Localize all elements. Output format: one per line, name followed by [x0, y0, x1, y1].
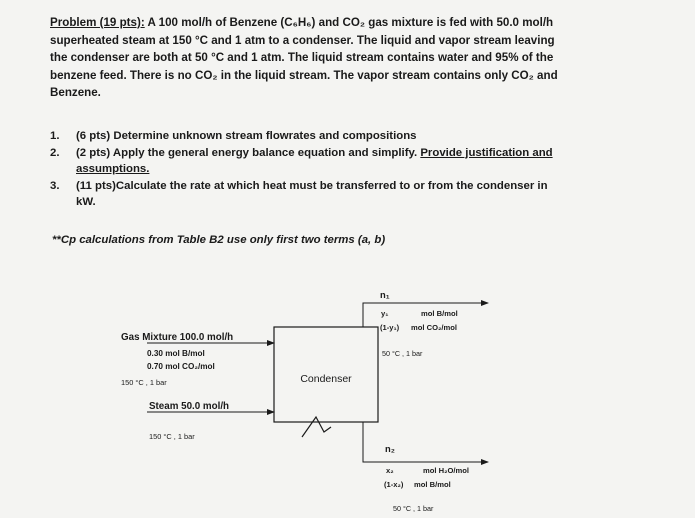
problem-line-3: the condenser are both at 50 °C and 1 at…	[50, 51, 554, 65]
question-list: 1. (6 pts) Determine unknown stream flow…	[50, 128, 670, 211]
vapor-flow-label: n₁	[380, 289, 390, 300]
problem-line-1: Problem (19 pts): A 100 mol/h of Benzene…	[50, 16, 554, 29]
gas-feed-comp1: 0.30 mol B/mol	[147, 349, 205, 358]
liquid-flow-label: n₂	[385, 443, 395, 454]
liquid-frac-label: x₂	[386, 466, 394, 475]
condenser-box	[273, 326, 379, 423]
vapor-outlet-arrow	[362, 300, 489, 327]
gas-feed-comp2: 0.70 mol CO₂/mol	[147, 362, 215, 371]
liquid-frac2-label: (1-x₂)	[384, 480, 404, 489]
problem-line-4: benzene feed. There is no CO₂ in the liq…	[50, 68, 558, 82]
gas-feed-conditions: 150 °C , 1 bar	[121, 378, 167, 387]
vapor-frac-label: y₁	[381, 309, 388, 318]
liquid-comp1-label: mol H₂O/mol	[423, 466, 469, 475]
problem-heading: Problem (19 pts):	[50, 16, 145, 29]
vapor-conditions: 50 °C , 1 bar	[382, 349, 423, 358]
cp-note: **Cp calculations from Table B2 use only…	[52, 234, 386, 246]
liquid-outlet-arrow	[362, 422, 489, 465]
vapor-comp2-label: mol CO₂/mol	[411, 323, 457, 332]
condenser-label: Condenser	[300, 373, 352, 385]
problem-statement: Problem (19 pts): A 100 mol/h of Benzene…	[50, 14, 650, 102]
heat-transfer-icon	[301, 415, 332, 438]
liquid-conditions: 50 °C , 1 bar	[393, 504, 434, 513]
problem-line-5: Benzene.	[50, 86, 101, 100]
question-3: 3. (11 pts)Calculate the rate at which h…	[50, 179, 548, 209]
problem-line-2: superheated steam at 150 °C and 1 atm to…	[50, 33, 555, 47]
steam-feed-conditions: 150 °C , 1 bar	[149, 432, 195, 441]
steam-feed-label: Steam 50.0 mol/h	[149, 401, 229, 412]
vapor-frac2-label: (1-y₁)	[380, 323, 400, 332]
gas-feed-label: Gas Mixture 100.0 mol/h	[121, 332, 233, 343]
question-2: 2. (2 pts) Apply the general energy bala…	[50, 146, 553, 176]
vapor-comp1-label: mol B/mol	[421, 309, 458, 318]
question-1: 1. (6 pts) Determine unknown stream flow…	[50, 130, 417, 142]
liquid-comp2-label: mol B/mol	[414, 480, 451, 489]
